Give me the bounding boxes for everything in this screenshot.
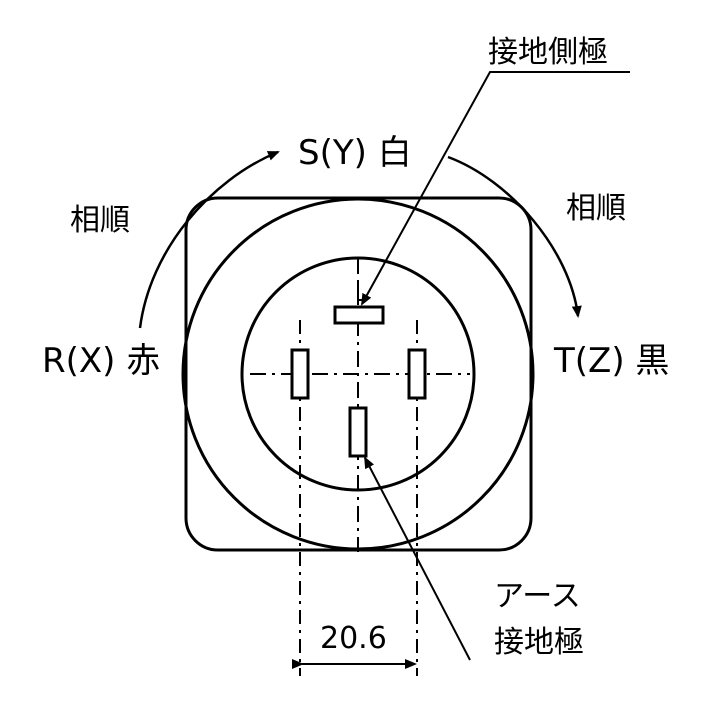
- sequence-arrow-right: [447, 155, 582, 318]
- slot-left: [290, 348, 310, 400]
- earth-pole-leader: [364, 456, 471, 661]
- earth-label-line1: アース: [494, 579, 581, 614]
- slot-bottom-earth: [348, 406, 368, 458]
- phase-r-label: R(X) 赤: [42, 341, 160, 381]
- sequence-arrow-left: [138, 150, 280, 329]
- grounded-pole-leader: [361, 71, 630, 306]
- phase-s-label: S(Y) 白: [298, 133, 412, 173]
- phase-t-label: T(Z) 黒: [553, 341, 669, 381]
- dimension-label: 20.6: [320, 621, 387, 656]
- slot-top-grounded: [333, 305, 385, 325]
- sequence-right-label: 相順: [566, 191, 626, 226]
- slot-right: [407, 348, 427, 400]
- sequence-left-label: 相順: [70, 203, 130, 238]
- grounded-pole-label: 接地側極: [488, 35, 608, 70]
- earth-label-line2: 接地極: [494, 625, 584, 660]
